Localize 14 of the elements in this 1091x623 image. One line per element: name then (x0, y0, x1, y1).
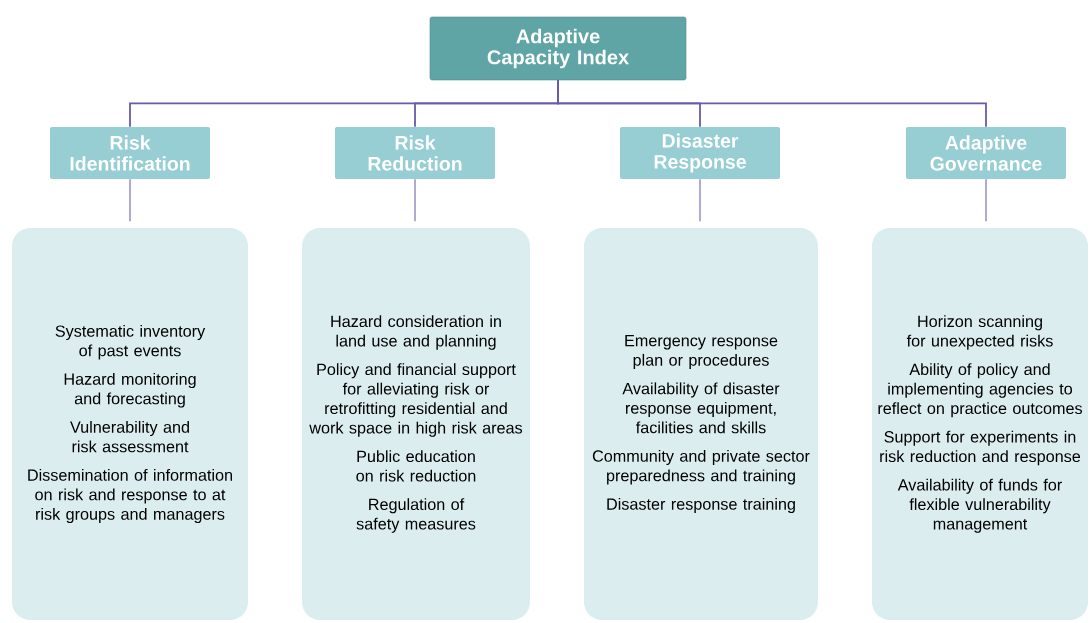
indicator-panel: Emergency response plan or procedures Availability of disaster response equipment, facilities and skills Community and private sector preparedness and training Disaster response training (584, 228, 818, 620)
indicator-panel: Horizon scanning for unexpected risks Ability of policy and implementing agencies to reflect on practice outcomes Support for experiments in risk reduction and response Availability of funds for flexible vulnerability management (872, 228, 1088, 620)
indicator-panel: Hazard consideration in land use and planning Policy and financial support for alleviating risk or retrofitting residential and work space in high risk areas Public education on risk reduction Regulation of safety measures (302, 228, 530, 620)
connector-line (557, 79, 987, 128)
category-box: Risk Reduction (335, 127, 495, 179)
category-box: Disaster Response (620, 127, 780, 179)
connector-line (414, 178, 416, 223)
connector-line (985, 178, 987, 223)
connector-line (129, 178, 131, 223)
category-box: Risk Identification (50, 127, 210, 179)
category-box: Adaptive Governance (906, 127, 1066, 179)
connector-line (699, 178, 701, 223)
indicator-panel: Systematic inventory of past events Hazard monitoring and forecasting Vulnerability and risk assessment Dissemination of information on risk and response to at risk groups and managers (12, 228, 248, 620)
title-box: Adaptive Capacity Index (429, 16, 687, 81)
